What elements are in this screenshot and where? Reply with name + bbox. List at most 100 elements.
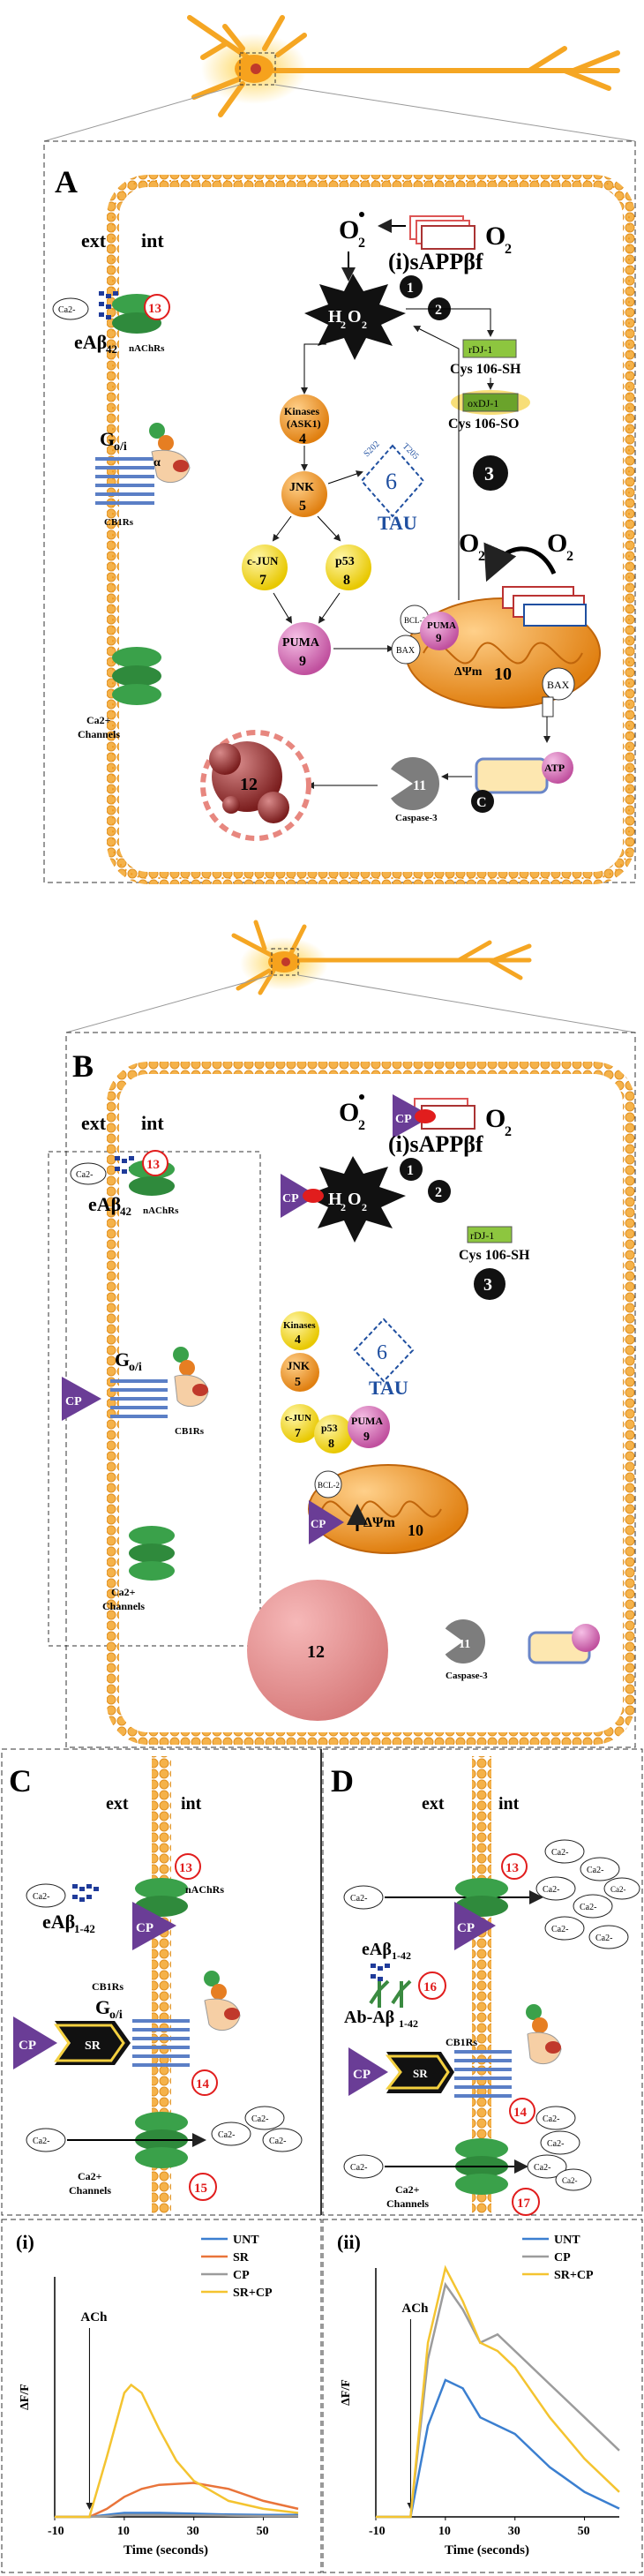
a-kinase-ball bbox=[280, 394, 329, 444]
series-line-unt bbox=[376, 2378, 620, 2519]
b-rdj: rDJ-1 bbox=[470, 1229, 494, 1242]
c-ca-4: Ca2- bbox=[251, 2114, 268, 2124]
a-o2-sub4: 2 bbox=[566, 549, 573, 564]
a-n12: 12 bbox=[240, 775, 258, 794]
b-cb1: CB1Rs bbox=[175, 1426, 205, 1437]
a-kinase: Kinases bbox=[284, 405, 319, 417]
d-ca-c11: Ca2- bbox=[562, 2176, 578, 2185]
series-line-sr bbox=[55, 2482, 299, 2519]
c-go: G bbox=[95, 1996, 110, 2018]
a-jnk-ball bbox=[281, 471, 327, 517]
legend-label: CP bbox=[554, 2251, 571, 2264]
a-bcl2: BCL-2 bbox=[404, 616, 426, 625]
panel-b-membrane bbox=[107, 1062, 635, 1745]
a-cachan1: Ca2+ bbox=[86, 714, 111, 726]
d-cb1: CB1Rs bbox=[446, 2036, 477, 2048]
b-h2o2-h: H bbox=[328, 1190, 342, 1209]
d-ca-c8: Ca2- bbox=[543, 2114, 559, 2124]
a-h2o2-o: O bbox=[348, 307, 362, 327]
a-tau-diamond bbox=[360, 444, 425, 518]
a-puma: PUMA bbox=[282, 636, 320, 650]
a-membrane-left: Ca2- 13 eAβ 42 nAChRs G o/i CB1Rs α Ca2+… bbox=[52, 291, 191, 740]
d-ca-c1: Ca2- bbox=[551, 1848, 568, 1858]
b-nach: nAChRs bbox=[143, 1205, 179, 1216]
series-line-sr-cp bbox=[55, 2383, 299, 2519]
c-eab: eAβ bbox=[42, 1911, 75, 1933]
a-cjun: c-JUN bbox=[247, 554, 279, 567]
x-tick-label: 10 bbox=[117, 2525, 130, 2538]
a-oxdj-box bbox=[462, 393, 519, 412]
d-cp-nach: CP bbox=[457, 1921, 475, 1935]
panel-d-ext: ext bbox=[422, 1794, 445, 1814]
d-calcium-cluster: Ca2- Ca2- Ca2- Ca2- Ca2- Ca2- Ca2- bbox=[535, 1839, 640, 1949]
x-tick-label: 30 bbox=[508, 2525, 520, 2538]
b-bcl2: BCL-2 bbox=[318, 1481, 340, 1490]
b-n12: 12 bbox=[307, 1642, 325, 1662]
legend-label: CP bbox=[233, 2269, 250, 2282]
c-sr: SR bbox=[85, 2039, 101, 2053]
b-intact-cell bbox=[247, 1580, 388, 1721]
chart-ii-frame bbox=[322, 2219, 643, 2573]
legend-label: UNT bbox=[233, 2234, 259, 2247]
a-alpha: α bbox=[154, 456, 161, 469]
b-cp-cb1: CP bbox=[65, 1395, 82, 1408]
chart-title: (ii) bbox=[337, 2231, 361, 2253]
a-n6: 6 bbox=[386, 469, 397, 494]
legend-label: SR+CP bbox=[233, 2287, 273, 2300]
legend-label: SR bbox=[233, 2251, 250, 2264]
d-ca-c5: Ca2- bbox=[610, 1885, 626, 1894]
a-n3: 3 bbox=[484, 462, 494, 484]
b-h2o2-2b: 2 bbox=[362, 1201, 367, 1213]
b-go: G bbox=[115, 1348, 130, 1371]
a-p53: p53 bbox=[335, 555, 355, 568]
series-line-sr-cp bbox=[376, 2264, 620, 2519]
x-tick-label: 30 bbox=[187, 2525, 199, 2538]
d-ca-c7: Ca2- bbox=[595, 1934, 612, 1943]
c-ca-5: Ca2- bbox=[269, 2137, 286, 2146]
y-axis-label: ΔF/F bbox=[340, 2379, 353, 2406]
c-nach: nAChRs bbox=[185, 1883, 224, 1896]
a-cys2: Cys 106-SO bbox=[448, 417, 519, 432]
x-tick-label: -10 bbox=[48, 2525, 64, 2538]
d-ca-c3: Ca2- bbox=[543, 1885, 559, 1895]
c-cp-nach: CP bbox=[136, 1921, 154, 1935]
b-n6: 6 bbox=[377, 1341, 387, 1364]
a-cb1: CB1Rs bbox=[104, 517, 134, 528]
c-n15: 15 bbox=[194, 2182, 207, 2196]
panel-d-membrane bbox=[472, 1756, 491, 2213]
c-ca: Ca2- bbox=[33, 1892, 49, 1902]
chart-i-frame bbox=[1, 2219, 322, 2573]
d-ab42: 1-42 bbox=[399, 2017, 418, 2030]
d-ca-2: Ca2- bbox=[350, 2163, 367, 2173]
a-n1: 1 bbox=[407, 281, 414, 296]
b-cp-triangle-h2o2 bbox=[281, 1174, 318, 1218]
d-ab: Ab-Aβ bbox=[344, 2008, 394, 2027]
a-n9-2: 9 bbox=[436, 631, 442, 644]
panel-b-ext: ext bbox=[81, 1112, 107, 1134]
x-tick-label: -10 bbox=[369, 2525, 386, 2538]
d-ca-c6: Ca2- bbox=[551, 1925, 568, 1934]
b-n5: 5 bbox=[295, 1376, 301, 1389]
a-n10: 10 bbox=[494, 665, 512, 684]
b-n8: 8 bbox=[328, 1438, 334, 1451]
c-n13: 13 bbox=[179, 1861, 192, 1875]
x-tick-label: 10 bbox=[438, 2525, 451, 2538]
b-n2: 2 bbox=[435, 1185, 442, 1200]
a-p53-ball bbox=[326, 544, 371, 590]
c-goi: o/i bbox=[109, 2009, 123, 2022]
neuron-b-illustration bbox=[65, 920, 636, 1033]
b-kinase: Kinases bbox=[283, 1320, 316, 1331]
a-h2o2-burst: H 2 O 2 bbox=[304, 274, 406, 360]
d-ca-c10: Ca2- bbox=[534, 2163, 550, 2173]
ach-annotation: ACh bbox=[401, 2302, 429, 2316]
b-h2o2-burst bbox=[304, 1156, 406, 1243]
b-membrane-left: Ca2- 13 eAβ 42 nAChRs G o/i CP CB1Rs Ca2… bbox=[62, 1150, 209, 1612]
a-o2: O bbox=[485, 222, 505, 251]
a-o2-radical: O bbox=[339, 215, 359, 244]
a-ask: (ASK1) bbox=[287, 417, 321, 430]
a-o2-sub3: 2 bbox=[478, 549, 485, 564]
b-o2-sub2: 2 bbox=[505, 1124, 512, 1139]
b-eab42: 42 bbox=[120, 1205, 131, 1218]
